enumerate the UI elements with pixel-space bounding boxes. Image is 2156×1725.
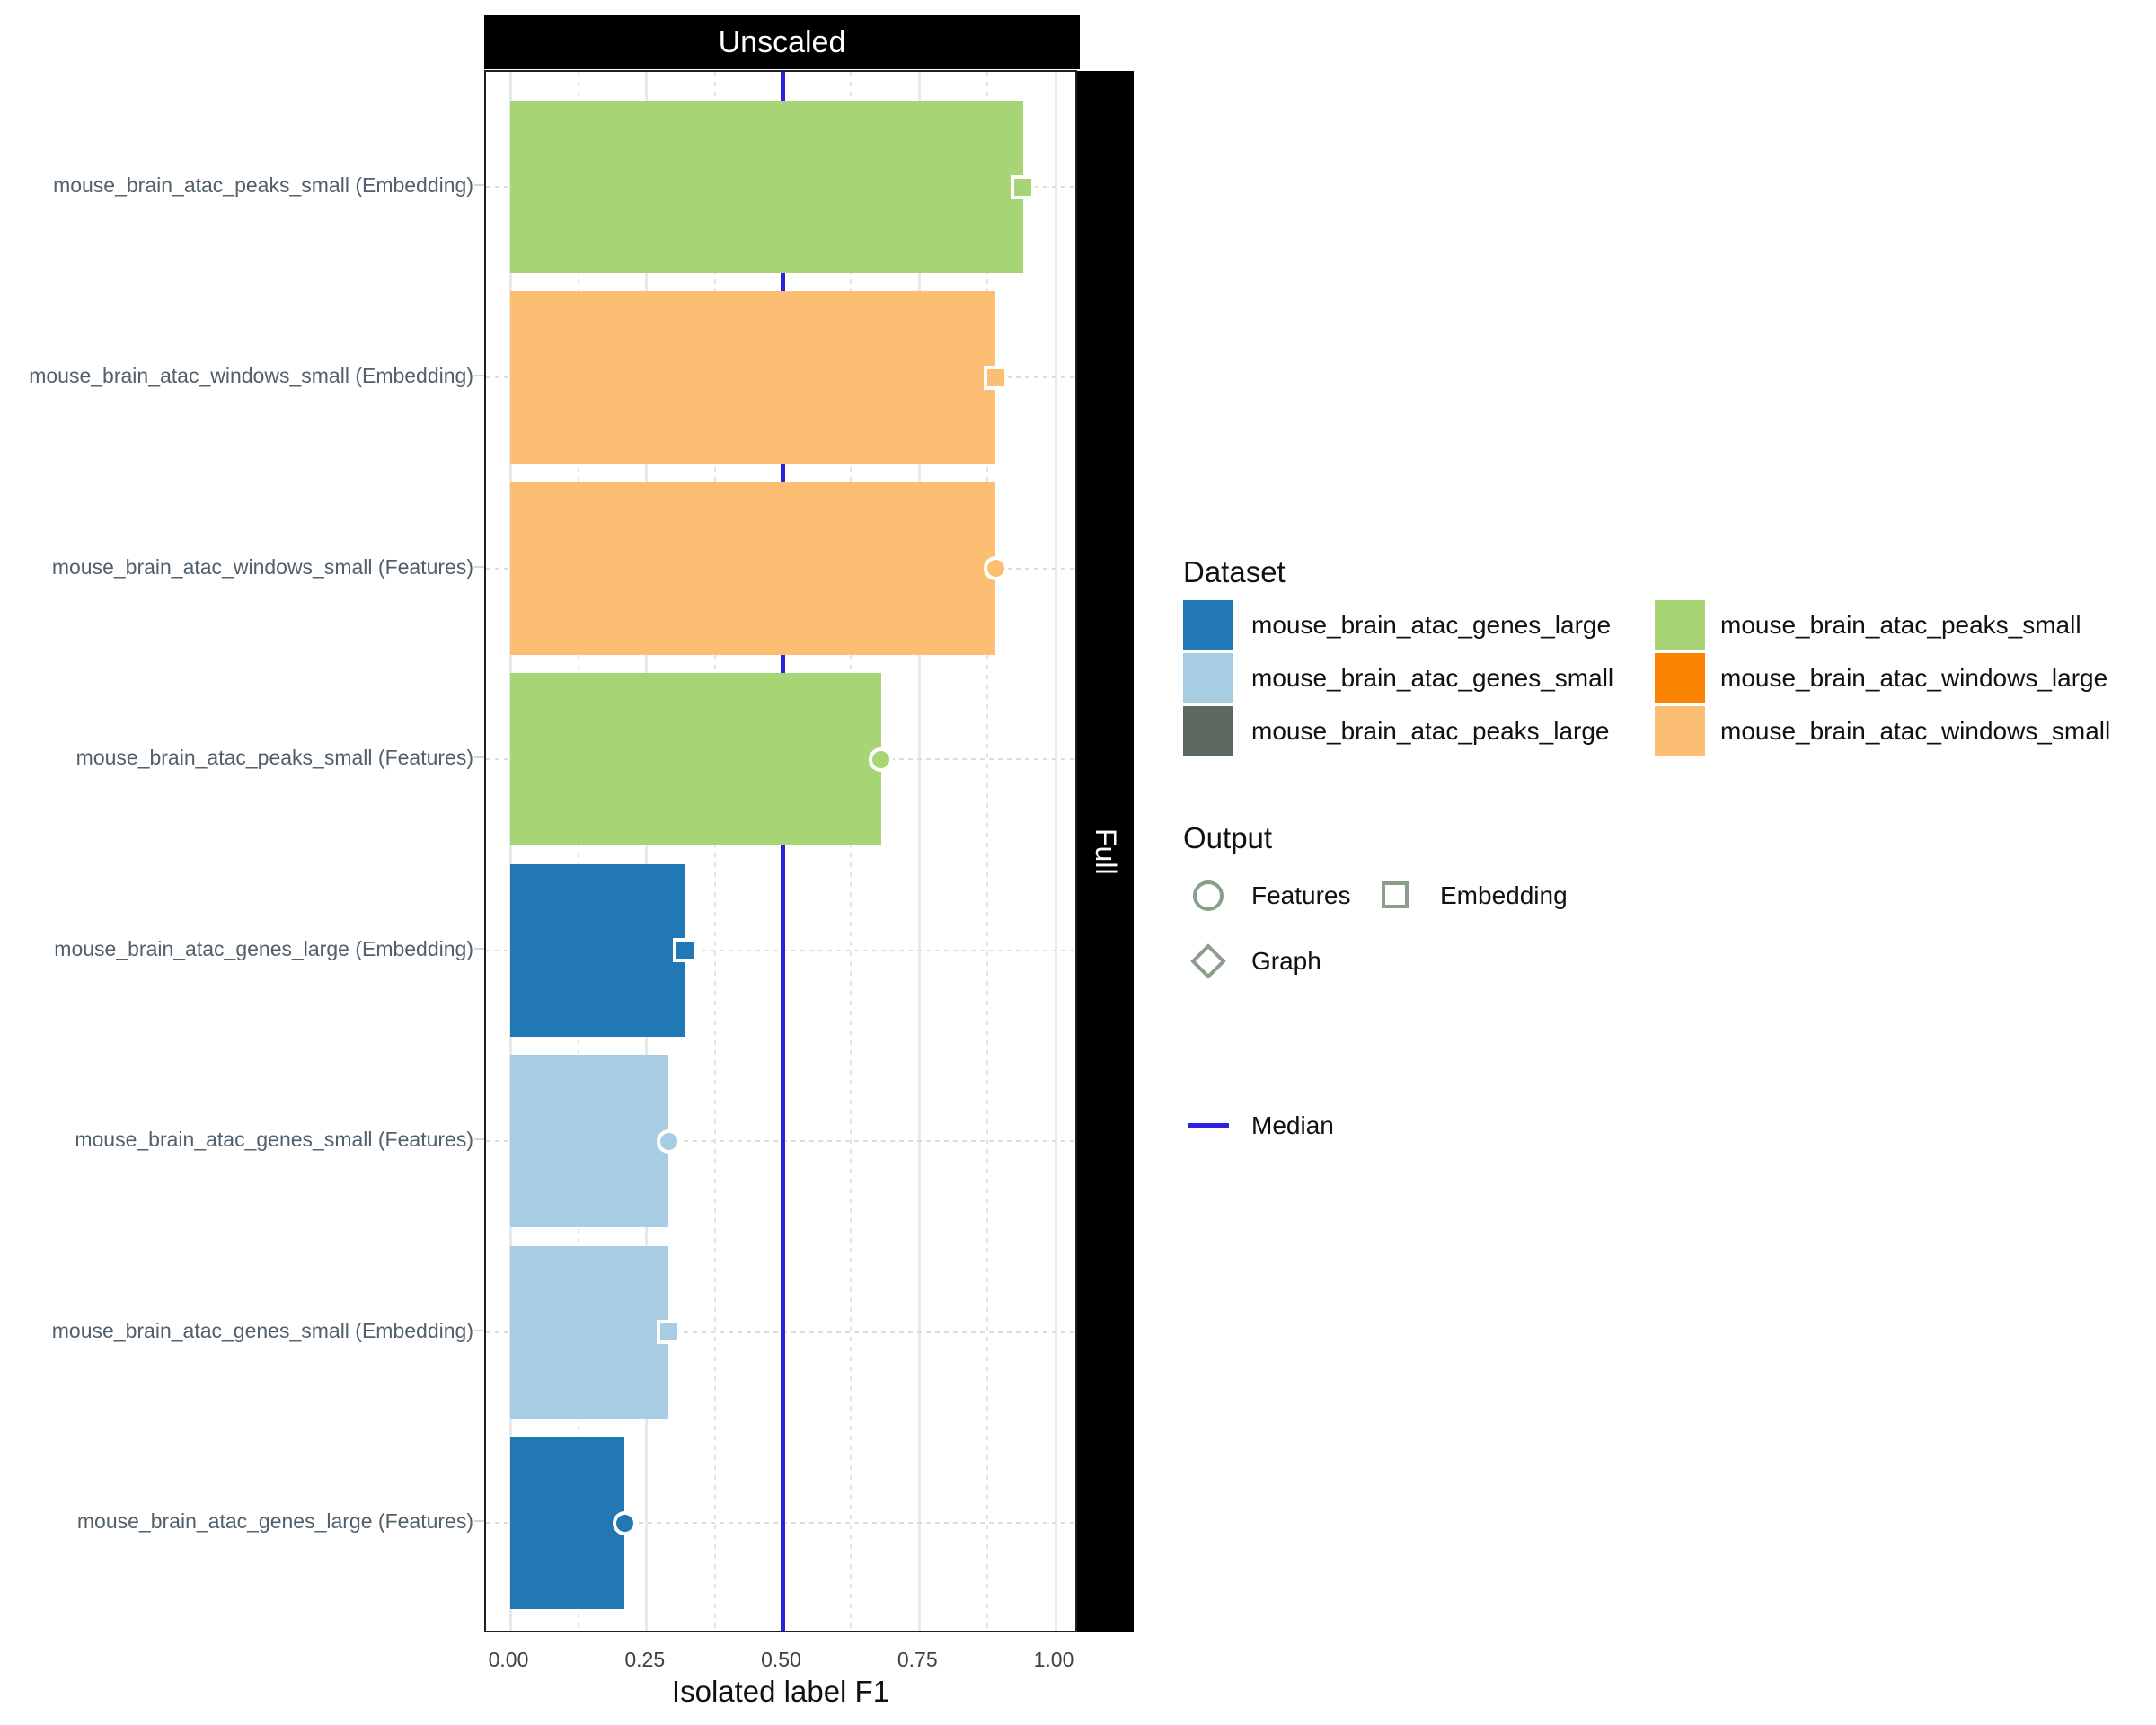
bar-marker-circle: [983, 556, 1008, 581]
x-minor-gridline: [577, 72, 579, 1631]
facet-row-title: Full: [1090, 828, 1122, 875]
facet-row-strip: Full: [1077, 71, 1134, 1632]
legend-swatch-mouse_brain_atac_peaks_small: [1655, 600, 1705, 650]
x-minor-gridline: [713, 72, 716, 1631]
legend-swatch-mouse_brain_atac_windows_small: [1655, 706, 1705, 756]
facet-column-title: Unscaled: [718, 24, 846, 59]
median-key-icon: [1188, 1123, 1229, 1128]
circle-key-icon: [1193, 880, 1224, 911]
legend-swatch-mouse_brain_atac_genes_large: [1183, 600, 1233, 650]
diamond-key-icon: [1190, 943, 1226, 979]
y-axis-label: mouse_brain_atac_peaks_small (Features): [75, 746, 473, 770]
x-major-gridline: [917, 72, 921, 1631]
bar: [510, 1055, 669, 1228]
x-minor-gridline: [850, 72, 853, 1631]
x-axis-title: Isolated label F1: [671, 1675, 890, 1708]
x-axis-tick-label: 1.00: [1033, 1648, 1074, 1671]
bar-marker-square: [656, 1320, 681, 1345]
x-axis-tick-label: 0.75: [897, 1648, 938, 1671]
y-axis-label: mouse_brain_atac_peaks_small (Embedding): [53, 173, 473, 197]
legend-output-label: Graph: [1251, 947, 1321, 975]
bar: [510, 863, 685, 1037]
bar-marker-square: [983, 365, 1008, 390]
bar: [510, 673, 881, 846]
y-axis-label: mouse_brain_atac_genes_large (Features): [76, 1509, 473, 1533]
legend-swatch-mouse_brain_atac_windows_large: [1655, 653, 1705, 703]
y-axis-tick: [474, 1329, 484, 1331]
x-axis-tick-label: 0.00: [488, 1648, 529, 1671]
legend-output-label: Features: [1251, 881, 1351, 909]
legend-median-label: Median: [1251, 1111, 1334, 1139]
y-axis-label: mouse_brain_atac_windows_small (Features…: [51, 554, 473, 579]
bar: [510, 482, 996, 655]
y-axis-tick: [474, 565, 484, 568]
x-major-gridline: [508, 72, 512, 1631]
legend-dataset-label: mouse_brain_atac_windows_small: [1720, 717, 2111, 745]
bar-marker-circle: [869, 747, 894, 772]
y-axis-label: mouse_brain_atac_genes_large (Embedding): [54, 936, 473, 960]
y-axis-tick: [474, 1138, 484, 1141]
legend-output-title: Output: [1183, 821, 1273, 854]
legend-swatch-mouse_brain_atac_genes_small: [1183, 653, 1233, 703]
bar: [510, 291, 996, 464]
y-axis-label: mouse_brain_atac_genes_small (Features): [75, 1128, 473, 1152]
y-axis-tick: [474, 947, 484, 950]
x-major-gridline: [645, 72, 649, 1631]
bar-marker-circle: [656, 1128, 681, 1154]
bar: [510, 1245, 669, 1419]
legend-dataset-label: mouse_brain_atac_windows_large: [1720, 664, 2108, 692]
legend-dataset-label: mouse_brain_atac_peaks_large: [1251, 717, 1610, 745]
legend-dataset-label: mouse_brain_atac_peaks_small: [1720, 611, 2081, 639]
y-axis-tick: [474, 1520, 484, 1522]
y-axis-label: mouse_brain_atac_windows_small (Embeddin…: [29, 364, 473, 388]
x-axis-tick-label: 0.25: [624, 1648, 666, 1671]
legend-output-label: Embedding: [1440, 881, 1568, 909]
facet-column-strip: Unscaled: [484, 15, 1080, 69]
legend-dataset-title: Dataset: [1183, 555, 1286, 588]
legend-dataset-label: mouse_brain_atac_genes_large: [1251, 611, 1612, 639]
y-axis-label: mouse_brain_atac_genes_small (Embedding): [51, 1318, 473, 1342]
x-major-gridline: [1054, 72, 1057, 1631]
bar: [510, 101, 1023, 273]
y-axis-tick: [474, 375, 484, 377]
bar: [510, 1437, 625, 1609]
legend-dataset-label: mouse_brain_atac_genes_small: [1251, 664, 1614, 692]
y-axis-tick: [474, 756, 484, 759]
x-minor-gridline: [986, 72, 989, 1631]
y-axis-tick: [474, 184, 484, 186]
bar-marker-circle: [612, 1510, 637, 1535]
x-axis-tick-label: 0.50: [761, 1648, 801, 1671]
bar-marker-square: [1011, 174, 1036, 199]
square-key-icon: [1382, 881, 1409, 908]
median-line: [781, 72, 785, 1631]
legend-swatch-mouse_brain_atac_peaks_large: [1183, 706, 1233, 756]
plot-panel: [484, 70, 1079, 1632]
bar-marker-square: [672, 938, 697, 963]
